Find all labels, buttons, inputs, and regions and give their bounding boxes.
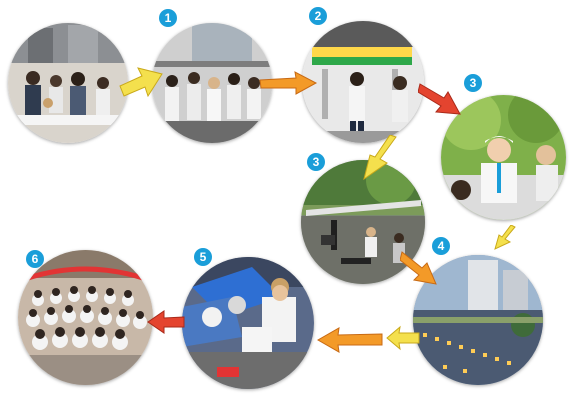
step-badge-1: 1 <box>159 9 177 27</box>
arrow-side-to-4 <box>494 225 516 250</box>
photo-volunteers-gathering <box>152 23 272 143</box>
arrow-4-to-5-b <box>316 327 383 353</box>
arrow-1-to-2 <box>259 71 318 95</box>
photo-evening-lanterns <box>413 255 543 385</box>
photo-group <box>18 250 153 385</box>
step-badge-4: 4 <box>432 237 450 255</box>
arrow-4-to-5-a <box>386 325 420 351</box>
arrow-3b-to-4 <box>400 251 437 285</box>
photo-registration-crowd <box>8 23 128 143</box>
arrow-2-to-3a <box>418 83 461 115</box>
step-badge-5: 5 <box>194 248 212 266</box>
arrow-0-to-1 <box>119 67 163 98</box>
arrow-3a-to-3b <box>363 135 397 181</box>
arrow-5-to-6 <box>147 310 185 334</box>
photo-stage-building <box>302 21 424 143</box>
photo-cleanup <box>182 257 314 389</box>
step-badge-3a: 3 <box>464 74 482 92</box>
step-badge-6: 6 <box>26 250 44 268</box>
step-badge-2: 2 <box>309 7 327 25</box>
step-badge-3b: 3 <box>307 153 325 171</box>
